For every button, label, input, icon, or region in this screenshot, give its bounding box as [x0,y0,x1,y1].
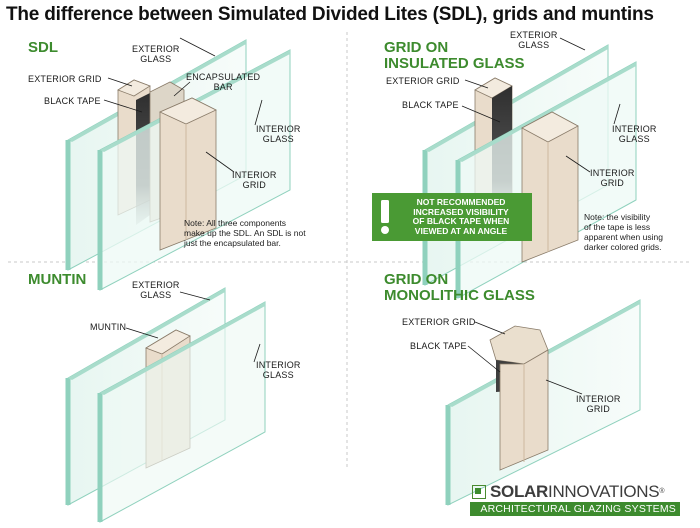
sdl-interior-glass-label: INTERIOR GLASS [256,124,301,144]
sdl-exterior-glass-label: EXTERIOR GLASS [132,44,180,64]
sdl-black-tape-label: BLACK TAPE [44,96,101,106]
muntin-interior-glass-label: INTERIOR GLASS [256,360,301,380]
muntin-heading: MUNTIN [28,272,86,288]
sdl-heading: SDL [28,40,58,56]
monolithic-heading: GRID ON MONOLITHIC GLASS [384,272,535,304]
insulated-interior-grid-label: INTERIOR GRID [590,168,635,188]
logo-wordmark: SOLARINNOVATIONS® [490,483,664,501]
warning-text: NOT RECOMMENDED INCREASED VISIBILITY OF … [394,198,528,236]
sdl-interior-grid-label: INTERIOR GRID [232,170,277,190]
page-title: The difference between Simulated Divided… [6,4,654,26]
insulated-interior-glass-label: INTERIOR GLASS [612,124,657,144]
logo-registered: ® [659,488,664,495]
exclamation-icon [378,199,392,235]
logo-tagline: ARCHITECTURAL GLAZING SYSTEMS [470,502,680,516]
insulated-exterior-grid-label: EXTERIOR GRID [386,76,460,86]
logo-name-innovations: INNOVATIONS [548,482,659,501]
sdl-exterior-grid-label: EXTERIOR GRID [28,74,102,84]
insulated-note: Note: the visibility of the tape is less… [584,212,663,252]
monolithic-exterior-grid-label: EXTERIOR GRID [402,317,476,327]
insulated-black-tape-label: BLACK TAPE [402,100,459,110]
insulated-heading: GRID ON INSULATED GLASS [384,40,525,72]
monolithic-black-tape-label: BLACK TAPE [410,341,467,351]
logo-name-solar: SOLAR [490,482,548,501]
sdl-note: Note: All three components make up the S… [184,218,306,248]
muntin-label: MUNTIN [90,322,126,332]
muntin-exterior-glass-label: EXTERIOR GLASS [132,280,180,300]
insulated-exterior-glass-label: EXTERIOR GLASS [510,30,558,50]
monolithic-interior-grid-label: INTERIOR GRID [576,394,621,414]
warning-callout: NOT RECOMMENDED INCREASED VISIBILITY OF … [372,193,532,241]
logo-mark [472,485,486,499]
sdl-encapsulated-bar-label: ENCAPSULATED BAR [186,72,260,92]
